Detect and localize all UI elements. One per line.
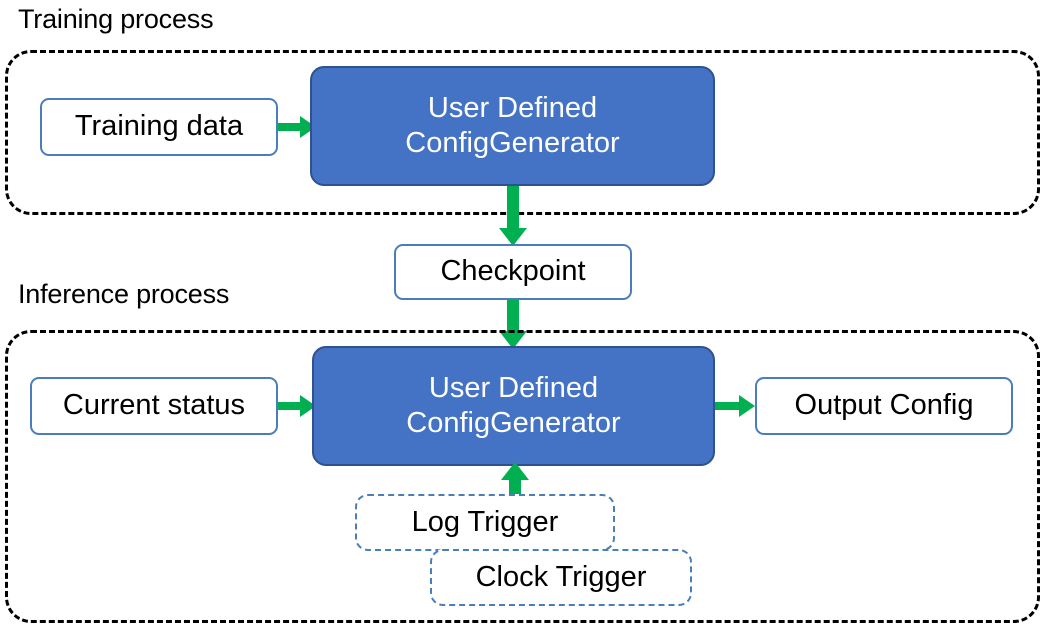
node-training-data[interactable]: Training data [40,98,278,156]
node-checkpoint[interactable]: Checkpoint [394,244,632,300]
arrow-current-status-to-generator [278,391,318,421]
arrow-generator-to-checkpoint [497,186,529,248]
training-process-caption: Training process [18,4,214,34]
inference-process-group [5,330,1040,623]
node-training-data-label: Training data [74,110,244,143]
training-process-group [5,50,1040,215]
arrow-generator-to-output-config [715,391,757,421]
arrow-training-data-to-generator [278,112,318,142]
node-clock-trigger-label: Clock Trigger [475,560,647,593]
node-clock-trigger[interactable]: Clock Trigger [430,549,692,606]
node-current-status[interactable]: Current status [30,377,278,435]
node-checkpoint-label: Checkpoint [440,255,586,288]
node-output-config-label: Output Config [794,389,974,422]
node-inference-config-generator-line1: User Defined [428,371,599,404]
node-inference-config-generator[interactable]: User Defined ConfigGenerator [312,346,715,466]
node-inference-config-generator-line2: ConfigGenerator [406,407,621,439]
node-log-trigger[interactable]: Log Trigger [355,494,615,551]
node-output-config[interactable]: Output Config [755,377,1013,435]
arrow-triggers-to-generator [499,462,531,504]
arrow-checkpoint-to-inference-generator [497,300,529,350]
node-current-status-label: Current status [62,389,246,422]
inference-process-caption: Inference process [18,279,230,309]
node-training-config-generator-line1: User Defined [427,91,598,124]
node-log-trigger-label: Log Trigger [411,505,559,538]
node-training-config-generator-line2: ConfigGenerator [405,127,620,159]
node-training-config-generator[interactable]: User Defined ConfigGenerator [310,66,715,186]
